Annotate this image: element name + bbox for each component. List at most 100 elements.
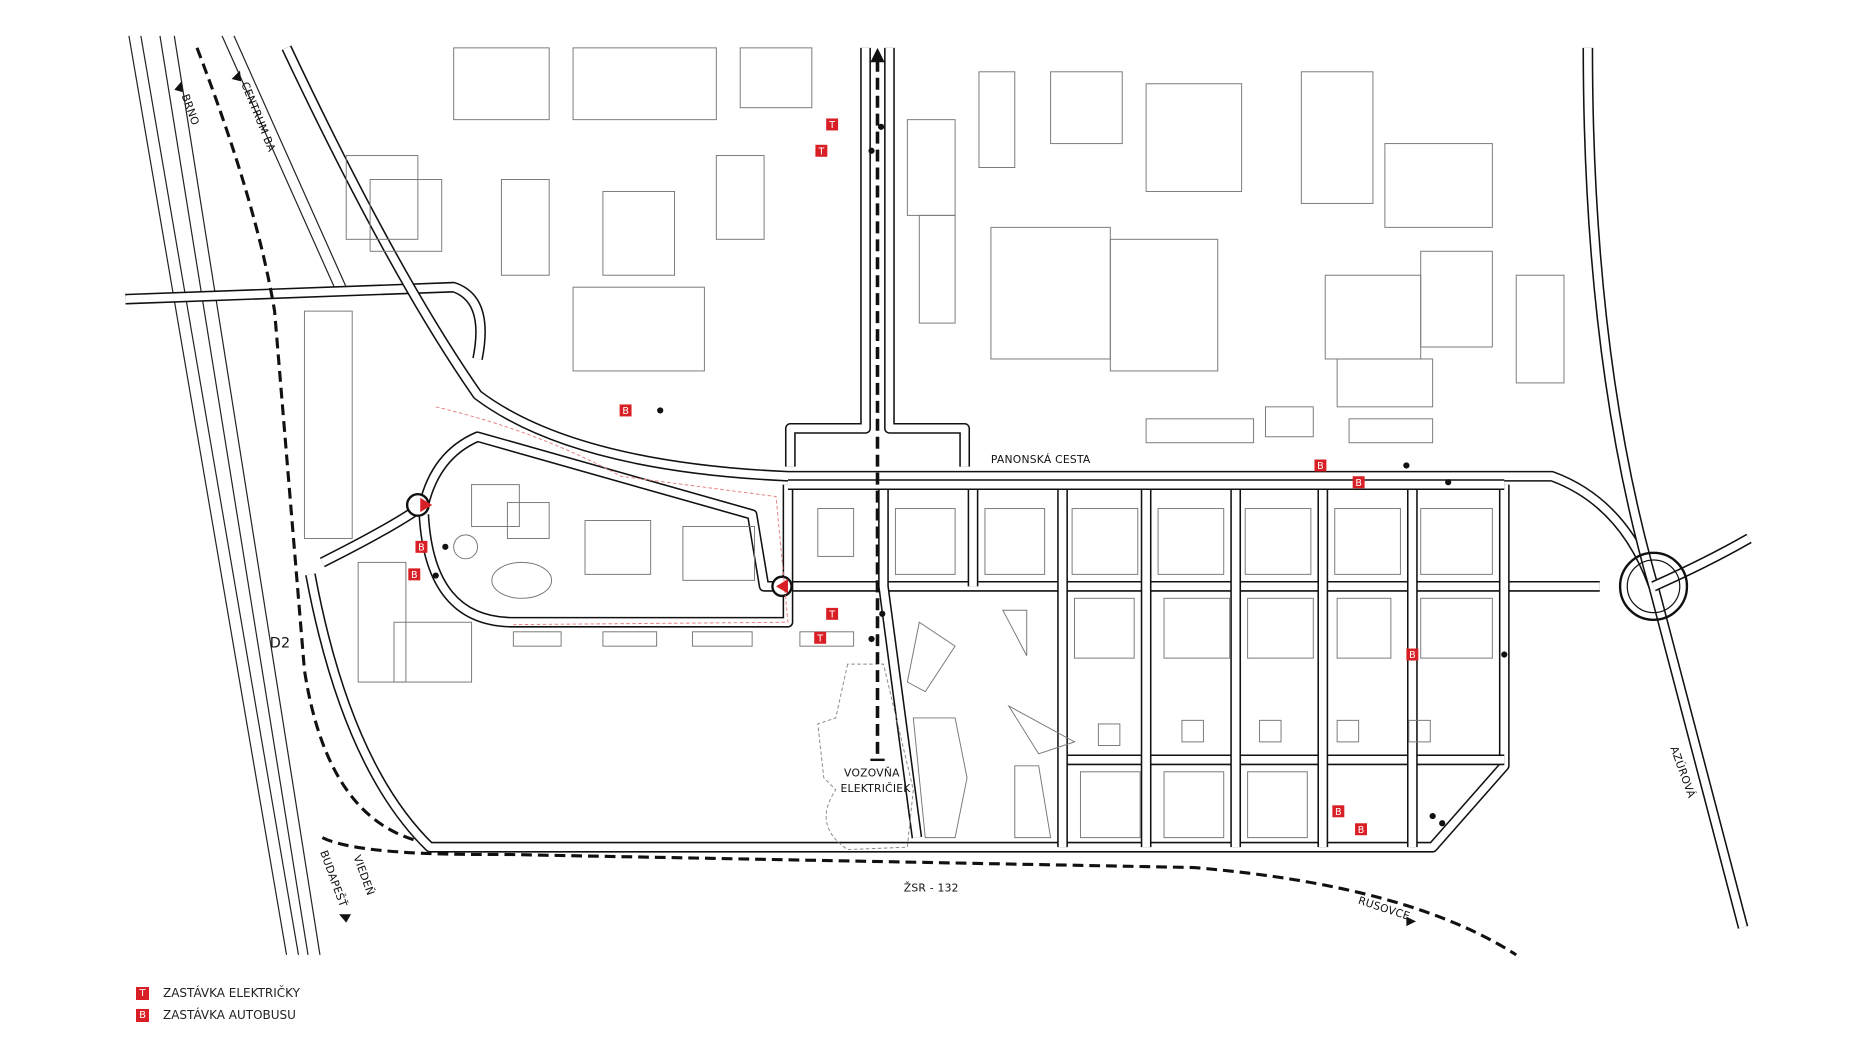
stop-dot [657, 407, 664, 414]
svg-text:B: B [411, 570, 418, 581]
building [1300, 71, 1374, 204]
building [1074, 597, 1135, 659]
building [512, 631, 562, 647]
bus-stop-marker[interactable]: B [415, 540, 428, 554]
legend-bus-stop: B ZASTÁVKA AUTOBUSU [136, 1004, 300, 1026]
building [1145, 83, 1243, 192]
building [1408, 719, 1431, 743]
bus-stop-marker[interactable]: B [1314, 459, 1327, 472]
building [1348, 418, 1434, 444]
building [602, 631, 658, 647]
legend: T ZASTÁVKA ELEKTRIČKY B ZASTÁVKA AUTOBUS… [136, 982, 300, 1026]
building [1247, 597, 1314, 659]
park-boundary [435, 406, 789, 626]
building [1145, 418, 1255, 444]
building [500, 179, 550, 276]
building [572, 47, 717, 121]
svg-text:T: T [817, 146, 824, 157]
bus-stop-marker[interactable]: B [1406, 648, 1419, 662]
building [1109, 238, 1219, 372]
svg-text:B: B [1317, 461, 1324, 472]
label-vozovna: VOZOVŇA [844, 767, 900, 780]
building [906, 609, 1076, 839]
building [572, 286, 705, 372]
label-zsr-132: ŽSR - 132 [904, 881, 959, 894]
label-elektriciek: ELEKTRIČIEK [840, 782, 911, 795]
building [1244, 508, 1312, 575]
building [345, 155, 419, 240]
svg-text:B: B [622, 406, 629, 417]
building [1163, 771, 1225, 839]
building [906, 119, 956, 216]
building [506, 502, 550, 539]
legend-label: ZASTÁVKA ELEKTRIČKY [163, 986, 300, 1000]
bus-stop-marker[interactable]: B [1332, 805, 1345, 818]
entry-marker [776, 579, 788, 594]
svg-text:B: B [418, 542, 425, 553]
building [894, 508, 956, 575]
building [1336, 358, 1434, 408]
tram-stop-marker[interactable]: T [814, 631, 827, 645]
arrow-up-icon [174, 81, 183, 93]
arrow-up-icon [231, 70, 242, 82]
building [1259, 719, 1282, 743]
bus-stop-marker[interactable]: B [619, 404, 632, 417]
svg-text:BRNO: BRNO [179, 92, 202, 127]
tram-arrow-icon [870, 47, 885, 63]
svg-text:B: B [1335, 807, 1342, 818]
label-d2: D2 [270, 635, 291, 651]
bus-stop-marker[interactable]: B [1355, 823, 1367, 836]
tram-stop-marker[interactable]: T [826, 607, 839, 621]
building [1384, 143, 1493, 228]
building [1334, 508, 1401, 575]
building [691, 631, 753, 647]
building [1079, 771, 1141, 839]
building [682, 526, 756, 581]
stop-dot [1429, 812, 1436, 820]
bus-stop-marker[interactable]: B [1352, 476, 1365, 489]
legend-tram-stop: T ZASTÁVKA ELEKTRIČKY [136, 982, 300, 1004]
label-rusovce: RUSOVCE [1357, 894, 1412, 923]
building [715, 155, 765, 240]
building [1420, 508, 1493, 575]
svg-text:T: T [816, 633, 823, 644]
pond [491, 561, 553, 599]
svg-text:T: T [828, 120, 835, 131]
stop-dot [879, 610, 886, 617]
tram-stop-icon: T [136, 986, 149, 1000]
building [1324, 274, 1422, 360]
building [799, 631, 855, 647]
railway-centrum [195, 47, 431, 846]
building [1181, 719, 1204, 743]
svg-text:B: B [1355, 478, 1362, 489]
svg-text:T: T [828, 609, 835, 620]
building [602, 190, 676, 276]
bus-stop-marker[interactable]: B [408, 568, 421, 581]
building [1157, 508, 1225, 575]
building [1420, 250, 1493, 348]
legend-label: ZASTÁVKA AUTOBUSU [163, 1008, 296, 1022]
building [1071, 508, 1139, 575]
building [369, 179, 443, 252]
building [978, 71, 1016, 169]
building [303, 310, 353, 539]
stop-dot [442, 543, 449, 550]
svg-text:B: B [1409, 650, 1416, 661]
building [1515, 274, 1565, 384]
building [1420, 597, 1493, 659]
building [739, 47, 813, 109]
tram-stop-marker[interactable]: T [815, 144, 828, 158]
buildings [303, 47, 1565, 839]
building [1265, 406, 1314, 438]
overpass-road [125, 281, 486, 361]
label-panonska-cesta: PANONSKÁ CESTA [991, 453, 1091, 466]
building [1336, 719, 1360, 743]
svg-text:VIEDEŇ: VIEDEŇ [351, 853, 378, 897]
stop-dot [1445, 479, 1452, 486]
grid-streets [787, 479, 1505, 848]
stop-dot [1501, 651, 1508, 658]
building [453, 47, 550, 121]
tram-stop-marker[interactable]: T [826, 118, 839, 131]
stop-dot [1439, 820, 1446, 827]
